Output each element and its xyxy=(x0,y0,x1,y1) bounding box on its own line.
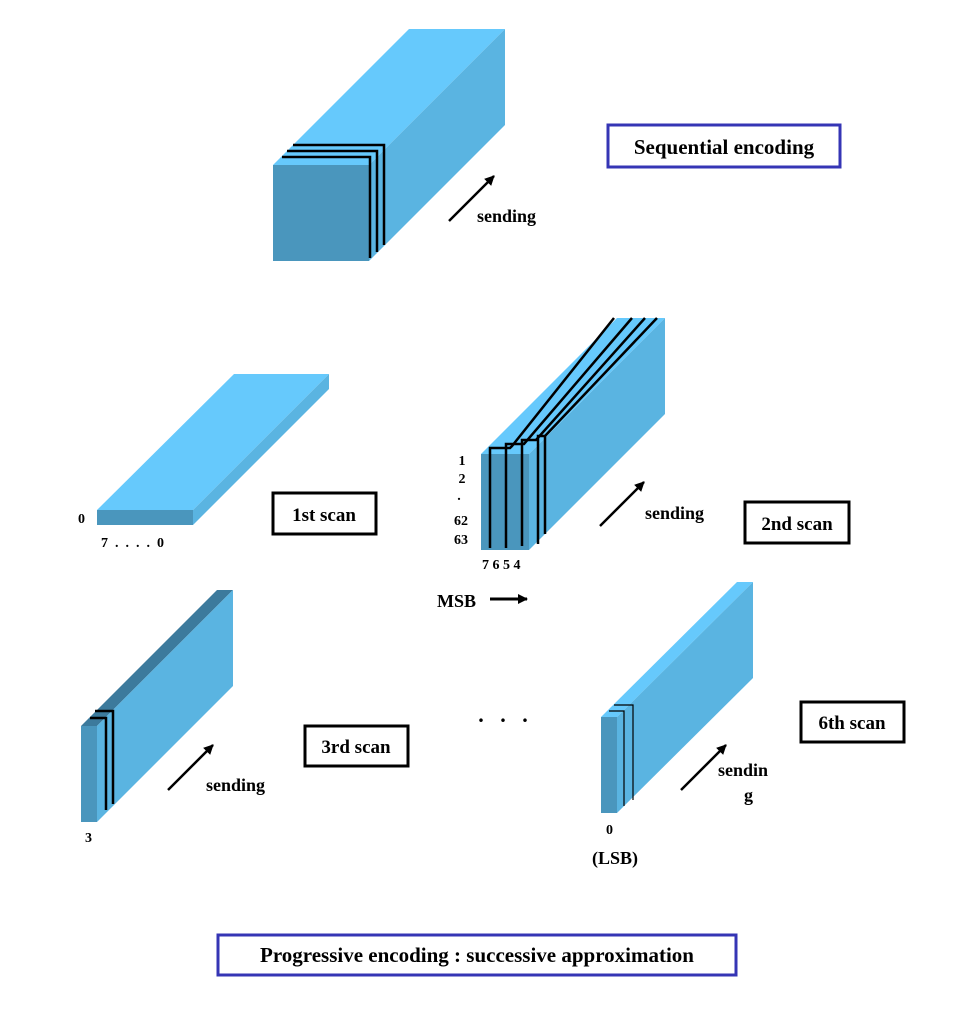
scan3-bit-label: 3 xyxy=(85,831,92,846)
sequential-slice-3 xyxy=(293,143,386,245)
scan2-row-label: 1 xyxy=(459,454,466,469)
sequential-block-top xyxy=(273,29,505,165)
scan2-slice-4 xyxy=(536,317,658,544)
scan2-row-label: 63 xyxy=(454,533,468,548)
scan2-row-labels: 1 2 . 62 63 xyxy=(454,454,468,548)
scan1-block-side xyxy=(193,374,329,525)
scan2-row-label: . xyxy=(457,489,461,504)
scan1-title: 1st scan xyxy=(292,505,356,526)
scan2-sending-arrow xyxy=(599,481,645,527)
scan2-row-label: 2 xyxy=(459,472,466,487)
scan6-bit-label: 0 xyxy=(606,823,613,838)
scan3-sending-label: sending xyxy=(206,775,265,795)
scan3-block-side xyxy=(97,590,233,822)
scan6-title-box xyxy=(799,700,906,744)
scan1-block xyxy=(97,374,329,525)
sequential-block-front xyxy=(273,165,369,261)
scan6-title: 6th scan xyxy=(818,713,885,734)
scan1-block-top xyxy=(97,374,329,510)
scan2-slice-6 xyxy=(504,317,633,548)
scan2-block xyxy=(481,317,665,550)
sequential-title-box xyxy=(606,123,842,169)
scan2-title: 2nd scan xyxy=(761,514,833,535)
scan1-bits-label: 7 . . . . 0 xyxy=(101,536,164,551)
sequential-block xyxy=(273,29,505,261)
scan6-slice-2 xyxy=(614,704,634,800)
footer-title: Progressive encoding : successive approx… xyxy=(260,943,694,967)
scan2-row-label: 62 xyxy=(454,514,468,529)
sequential-slice-2 xyxy=(287,149,379,252)
scan6-sending-label-2: g xyxy=(744,785,753,805)
scan6-block-side xyxy=(617,582,753,813)
scan2-slice-7 xyxy=(488,317,615,548)
sequential-slice-1 xyxy=(282,155,372,258)
scan6-sending-label-1: sendin xyxy=(718,760,768,780)
scan6-block xyxy=(601,582,753,813)
scan6-block-top xyxy=(601,582,753,717)
scan6-slice xyxy=(609,710,625,806)
scan6-lsb-label: (LSB) xyxy=(592,848,638,869)
scan2-block-side xyxy=(529,318,665,550)
scan1-row-label: 0 xyxy=(78,512,85,527)
scan6-sending-arrow xyxy=(680,744,727,791)
scan1-block-front xyxy=(97,510,193,525)
scan6-block-front xyxy=(601,717,617,813)
sequential-sending-label: sending xyxy=(477,206,536,226)
sequential-sending-arrow xyxy=(448,175,495,222)
msb-label: MSB xyxy=(437,591,476,611)
scan3-title: 3rd scan xyxy=(321,737,391,758)
scan3-block xyxy=(81,590,233,822)
scan3-block-front xyxy=(81,726,97,822)
scan3-slice-1 xyxy=(90,716,108,810)
scan2-sending-label: sending xyxy=(645,503,704,523)
scan2-slice-5 xyxy=(520,317,646,546)
scan3-sending-arrow xyxy=(167,744,214,791)
scan3-block-top xyxy=(81,590,233,726)
scan2-title-box xyxy=(743,500,851,545)
sequential-block-side xyxy=(369,29,505,261)
scan2-bits-label: 7 6 5 4 xyxy=(482,558,521,573)
sequential-title: Sequential encoding xyxy=(634,135,815,159)
scan1-title-box xyxy=(271,491,378,536)
scan3-slice-2 xyxy=(95,709,115,804)
scan3-title-box xyxy=(303,724,410,768)
ellipsis: . . . xyxy=(478,702,528,727)
footer-title-box xyxy=(216,933,738,977)
